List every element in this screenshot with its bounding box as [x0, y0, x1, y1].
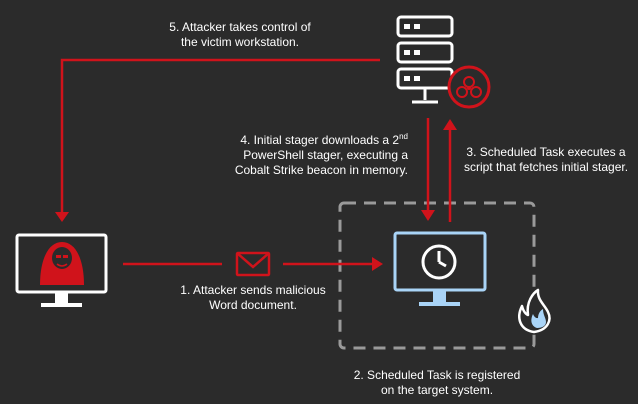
step5-label: 5. Attacker takes control of the victim …: [148, 20, 332, 50]
hooded-hacker-icon: [40, 242, 84, 285]
step5-line2: the victim workstation.: [180, 35, 300, 49]
arrow-step3-head: [443, 119, 457, 130]
step4-line3: Cobalt Strike beacon in memory.: [234, 163, 408, 177]
target-system-box: [338, 201, 536, 350]
step4-line1: 4. Initial stager downloads a 2nd: [212, 133, 408, 148]
arrow-step5: [60, 58, 380, 212]
victim-monitor-icon: [393, 231, 487, 306]
step1-line2: Word document.: [209, 298, 297, 312]
step2-line2: on the target system.: [380, 383, 494, 397]
step2-line1: 2. Scheduled Task is registered: [353, 368, 521, 382]
clock-icon: [421, 244, 457, 280]
step3-label: 3. Scheduled Task executes a script that…: [456, 145, 636, 175]
step3-line1: 3. Scheduled Task executes a: [466, 145, 626, 159]
step4-label: 4. Initial stager downloads a 2nd PowerS…: [212, 133, 408, 178]
step4-line1-text: 4. Initial stager downloads a 2: [240, 133, 400, 147]
biohazard-icon: [447, 65, 491, 109]
step4-line1-sup: nd: [399, 132, 408, 141]
step3-line2: script that fetches initial stager.: [463, 160, 629, 174]
arrow-step5-head: [55, 212, 69, 222]
step5-line1: 5. Attacker takes control of: [169, 20, 311, 34]
arrow-step4-head: [421, 210, 435, 221]
step1-label: 1. Attacker sends malicious Word documen…: [168, 283, 338, 313]
arrow-step1-head: [372, 257, 383, 271]
flame-icon: [518, 288, 551, 334]
envelope-icon: [235, 251, 271, 277]
server-rack-icon: [396, 15, 454, 104]
step2-label: 2. Scheduled Task is registered on the t…: [340, 368, 534, 398]
step4-line2: PowerShell stager, executing a: [243, 148, 408, 162]
step1-line1: 1. Attacker sends malicious: [180, 283, 326, 297]
attacker-monitor-icon: [15, 233, 108, 307]
